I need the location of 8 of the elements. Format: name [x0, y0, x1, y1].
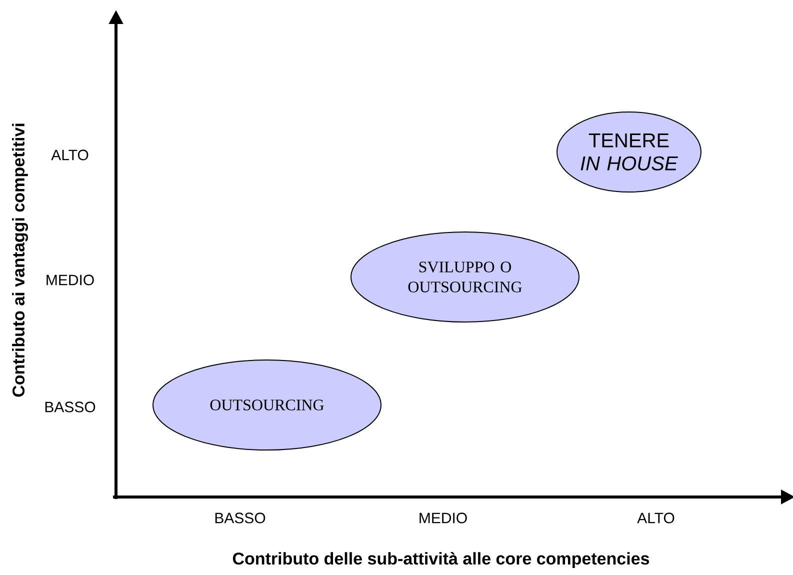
axis-title: Contributo delle sub-attività alle core competencies: [232, 552, 650, 568]
axis-title: Contributo ai vantaggi competitivi: [12, 124, 28, 397]
axis-tick-label: ALTO: [51, 150, 88, 160]
axis-tick-label: ALTO: [637, 512, 674, 524]
axis-tick-label: MEDIO: [46, 274, 94, 286]
axis-tick-label: BASSO: [215, 512, 266, 524]
axis-tick-label: MEDIO: [420, 512, 467, 524]
axis-tick-label: BASSO: [45, 402, 96, 412]
